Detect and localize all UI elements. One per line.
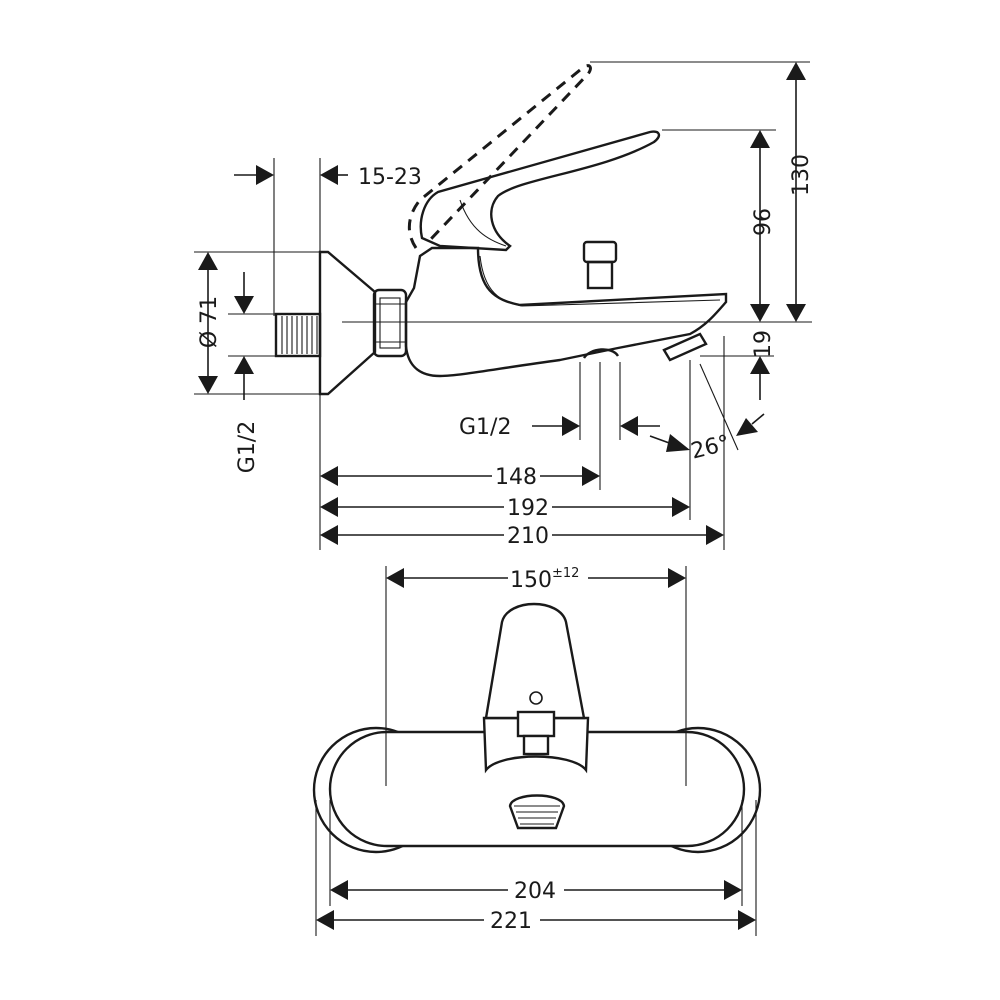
diverter-bottom xyxy=(582,348,620,359)
spout-inner-line xyxy=(479,255,721,307)
front-view: 150±12 204 221 xyxy=(312,562,762,936)
wall-flange xyxy=(318,250,377,396)
thread-connector xyxy=(274,312,322,358)
dim-thread-left: G1/2 xyxy=(235,421,260,473)
dim-wall-offset: 15-23 xyxy=(358,165,422,190)
outlet-nozzle xyxy=(662,332,708,362)
extension-lines xyxy=(194,61,812,550)
front-diverter-cap xyxy=(516,710,556,738)
front-lever xyxy=(484,602,586,720)
dim-length-192: 192 xyxy=(507,496,549,521)
dim-width-204: 204 xyxy=(514,879,556,904)
dim-centers-150: 150±12 xyxy=(510,566,579,593)
dim-centers-150-value: 150 xyxy=(510,568,552,593)
dim-diameter-71: Ø 71 xyxy=(197,296,222,348)
dim-length-148: 148 xyxy=(495,465,537,490)
mixer-body xyxy=(404,246,728,378)
union-nut xyxy=(372,288,408,358)
dim-height-19: 19 xyxy=(751,330,776,358)
dim-angle-26: 26° xyxy=(688,431,732,465)
diverter-button xyxy=(582,240,618,264)
front-extension-lines xyxy=(315,566,757,936)
indicator-dot xyxy=(529,691,543,705)
dim-height-96: 96 xyxy=(751,208,776,236)
lever-raised-dashed xyxy=(407,64,592,249)
dim-thread-bottom: G1/2 xyxy=(459,415,511,440)
dim-height-130: 130 xyxy=(789,154,814,196)
front-diverter-stem xyxy=(522,734,550,756)
diverter-stem xyxy=(586,260,614,290)
dim-centers-150-tolerance: ±12 xyxy=(552,566,579,581)
nut-details xyxy=(374,297,406,349)
dim-length-210: 210 xyxy=(507,524,549,549)
aerator-outlet xyxy=(508,794,566,830)
lever-handle xyxy=(419,130,661,252)
dim-width-221: 221 xyxy=(490,909,532,934)
lever-inner-line xyxy=(459,199,507,247)
side-view: 15-23 130 96 19 Ø 71 G1/2 G1/2 26° 148 1… xyxy=(194,61,814,551)
thread-hatching xyxy=(281,316,318,354)
